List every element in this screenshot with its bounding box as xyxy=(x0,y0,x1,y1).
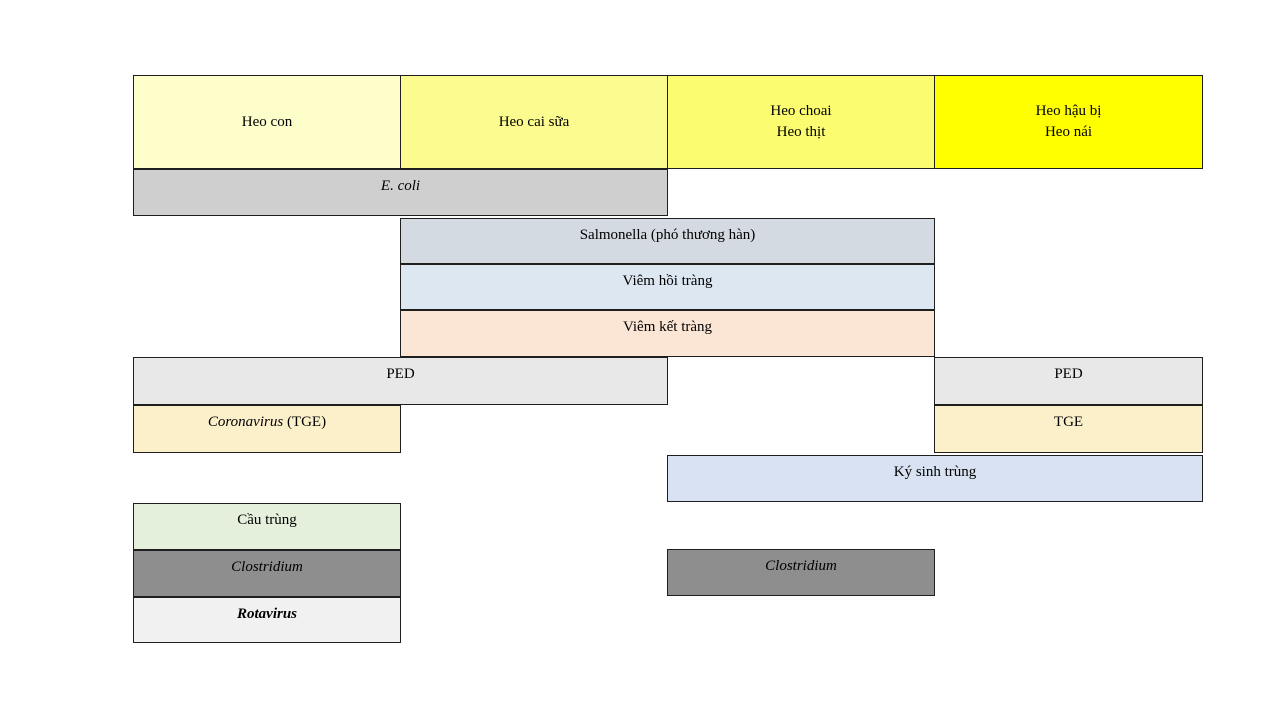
stage-label: Heo cai sữa xyxy=(498,113,570,130)
stage-label: Heo hậu bị xyxy=(1035,103,1102,119)
bar-label-em: Rotavirus xyxy=(236,606,297,622)
bar-clostridium-left: Clostridium xyxy=(133,550,401,597)
bar-label-text: Viêm kết tràng xyxy=(622,319,713,335)
bar-label-em: Clostridium xyxy=(231,559,303,575)
bar-label-text: PED xyxy=(386,366,415,382)
bar-coronavirus-tge: Coronavirus (TGE) xyxy=(133,405,401,453)
bar-viem-ket-trang: Viêm kết tràng xyxy=(400,310,935,357)
stage-label-line2: Heo thịt xyxy=(776,124,826,140)
bar-label-text: PED xyxy=(1054,366,1083,382)
bar-clostridium-right: Clostridium xyxy=(667,549,935,596)
stage-heo-con: Heo con xyxy=(133,75,401,169)
stage-label: Heo choai xyxy=(770,103,832,119)
stage-heo-choai-heo-thit: Heo choai Heo thịt xyxy=(667,75,935,169)
bar-label-em: Coronavirus xyxy=(207,414,284,430)
bar-ky-sinh-trung: Ký sinh trùng xyxy=(667,455,1203,502)
bar-e-coli: E. coli xyxy=(133,169,668,216)
bar-label-text: Ký sinh trùng xyxy=(893,464,977,480)
stage-heo-hau-bi-heo-nai: Heo hậu bị Heo nái xyxy=(934,75,1203,169)
bar-label-em: Clostridium xyxy=(765,558,837,574)
bar-label-text: Cầu trùng xyxy=(237,512,297,528)
bar-label-em: E. coli xyxy=(380,178,421,194)
bar-viem-hoi-trang: Viêm hồi tràng xyxy=(400,264,935,310)
bar-ped-left: PED xyxy=(133,357,668,405)
bar-label-text: TGE xyxy=(1053,414,1084,430)
bar-salmonella: Salmonella (phó thương hàn) xyxy=(400,218,935,264)
bar-label-text: Viêm hồi tràng xyxy=(622,273,713,289)
bar-cau-trung: Cầu trùng xyxy=(133,503,401,550)
stage-label-line2: Heo nái xyxy=(1044,124,1093,140)
bar-ped-right: PED xyxy=(934,357,1203,405)
bar-label-text: (TGE) xyxy=(283,414,327,430)
stage-label: Heo con xyxy=(241,113,293,130)
stage-heo-cai-sua: Heo cai sữa xyxy=(400,75,668,169)
bar-rotavirus: Rotavirus xyxy=(133,597,401,643)
bar-label-text: Salmonella (phó thương hàn) xyxy=(579,227,756,243)
bar-tge: TGE xyxy=(934,405,1203,453)
